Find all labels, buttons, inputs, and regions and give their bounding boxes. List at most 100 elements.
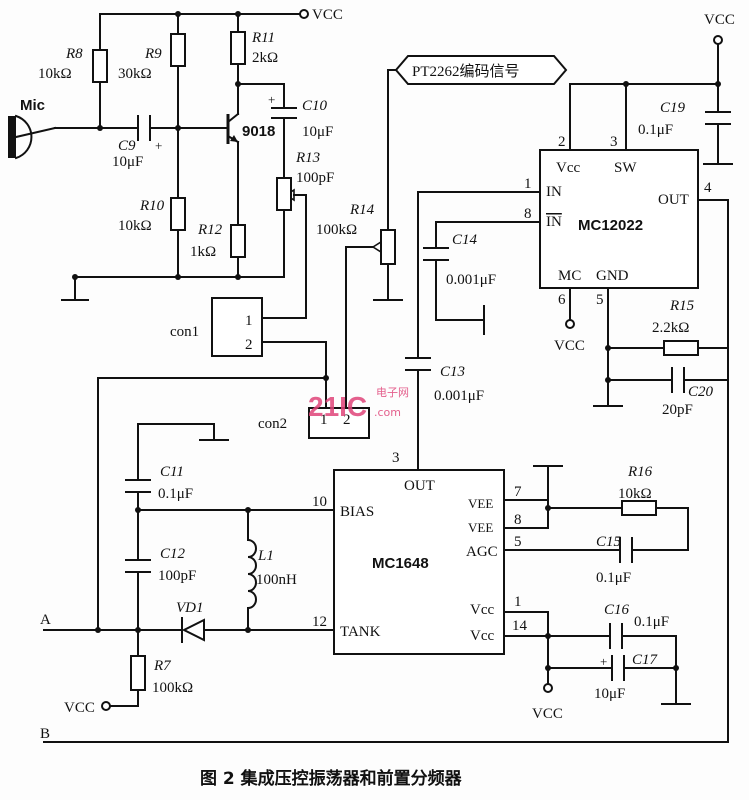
node-a-label: A	[40, 612, 51, 628]
mc12022-pin-vcc: Vcc	[556, 160, 580, 176]
c10-ref: C10	[302, 98, 328, 114]
mc1648-pin-vee1: VEE	[468, 496, 493, 511]
r14-value: 100kΩ	[316, 222, 357, 238]
transistor-label: 9018	[242, 123, 275, 140]
r16-resistor	[621, 500, 657, 516]
r8-ref: R8	[65, 46, 83, 62]
vcc-mc1648-label: VCC	[532, 706, 563, 722]
r13-potentiometer	[276, 177, 292, 211]
mc1648-pin-bias: BIAS	[340, 504, 374, 520]
r12-value: 1kΩ	[190, 244, 216, 260]
c12-capacitor	[125, 559, 151, 573]
con1-connector	[211, 297, 263, 357]
r8-resistor	[92, 49, 108, 83]
r15-ref: R15	[669, 298, 695, 314]
c13-value: 0.001μF	[434, 388, 484, 404]
vd1-ref: VD1	[176, 600, 204, 616]
vcc-right-label: VCC	[704, 12, 735, 28]
r9-ref: R9	[144, 46, 162, 62]
mc12022-num-3: 3	[610, 134, 618, 150]
mc12022-pin-out: OUT	[658, 192, 689, 208]
mc12022-wiring	[43, 43, 733, 743]
r15-resistor	[663, 340, 699, 356]
vcc-r7-label: VCC	[64, 700, 95, 716]
mc12022-pin-mc: MC	[558, 268, 581, 284]
c20-ref: C20	[688, 384, 714, 400]
c14-ref: C14	[452, 232, 478, 248]
con2-pin1: 1	[320, 412, 328, 428]
mc1648-num-8: 8	[514, 512, 522, 528]
r10-ref: R10	[139, 198, 165, 214]
con1-label: con1	[170, 324, 199, 340]
watermark-brand: 21IC	[308, 391, 367, 422]
con2-connector	[308, 407, 370, 439]
watermark-cn: 电子网	[376, 386, 409, 399]
figure-caption: 图 2 集成压控振荡器和前置分频器	[200, 768, 463, 789]
c11-value: 0.1μF	[158, 486, 193, 502]
c19-value: 0.1μF	[638, 122, 673, 138]
vcc-terminal-top	[299, 9, 309, 19]
con1-pin1: 1	[245, 313, 253, 329]
c9-plus: +	[155, 138, 162, 153]
mc1648-pin-tank: TANK	[340, 624, 381, 640]
pt2262-signal-label: PT2262编码信号	[412, 63, 520, 80]
mc1648-num-7: 7	[514, 484, 522, 500]
mc12022-pin-sw: SW	[614, 160, 637, 176]
vd1-varactor-diode	[181, 617, 205, 643]
c13-ref: C13	[440, 364, 465, 380]
c13-capacitor	[405, 357, 431, 371]
r13-value: 100pF	[296, 170, 334, 186]
microphone: Mic	[8, 97, 57, 160]
vcc-terminal-right	[713, 35, 723, 45]
mc1648-num-5: 5	[514, 534, 522, 550]
c16-value: 0.1μF	[634, 614, 669, 630]
r11-value: 2kΩ	[252, 50, 278, 66]
c15-capacitor	[619, 537, 633, 563]
node-b-label: B	[40, 726, 50, 742]
c19-ref: C19	[660, 100, 686, 116]
vcc-terminal-mc1648	[543, 683, 553, 693]
mc1648-num-1: 1	[514, 594, 522, 610]
mc12022-num-5: 5	[596, 292, 604, 308]
mc1648-pin-agc: AGC	[466, 544, 498, 560]
r9-value: 30kΩ	[118, 66, 152, 82]
mc1648-pin-vcc2: Vcc	[470, 628, 494, 644]
c10-plus: +	[268, 92, 275, 107]
mc1648-wiring	[43, 377, 691, 707]
mc1648-pin-vee2: VEE	[468, 520, 493, 535]
r10-resistor	[170, 197, 186, 231]
c9-value: 10μF	[112, 154, 143, 170]
c11-capacitor	[125, 479, 151, 493]
c9-capacitor	[137, 115, 151, 141]
mc12022-num-1: 1	[524, 176, 532, 192]
l1-inductor	[246, 538, 257, 610]
c14-capacitor	[423, 247, 449, 261]
c12-ref: C12	[160, 546, 186, 562]
c9-ref: C9	[118, 138, 136, 154]
transistor-9018	[226, 112, 240, 144]
r7-resistor	[130, 655, 146, 691]
c15-ref: C15	[596, 534, 622, 550]
mc12022-name: MC12022	[578, 217, 643, 234]
con2-label: con2	[258, 416, 287, 432]
mc12022-pin-inb: IN	[546, 214, 562, 230]
vcc-top-label: VCC	[312, 7, 343, 23]
watermark-com: .com	[374, 406, 401, 419]
c14-value: 0.001μF	[446, 272, 496, 288]
c20-value: 20pF	[662, 402, 693, 418]
c17-ref: C17	[632, 652, 659, 668]
vcc-terminal-mc	[565, 319, 575, 329]
c20-capacitor	[671, 367, 685, 393]
mc12022-num-2: 2	[558, 134, 566, 150]
mc12022-pin-in: IN	[546, 184, 562, 200]
mic-label: Mic	[20, 97, 45, 114]
c10-capacitor	[271, 107, 297, 119]
mc12022-chip	[539, 149, 699, 289]
c16-ref: C16	[604, 602, 630, 618]
mc1648-pin-out: OUT	[404, 478, 435, 494]
c15-value: 0.1μF	[596, 570, 631, 586]
mc12022-num-8: 8	[524, 206, 532, 222]
r11-ref: R11	[251, 30, 275, 46]
mc12022-num-6: 6	[558, 292, 566, 308]
